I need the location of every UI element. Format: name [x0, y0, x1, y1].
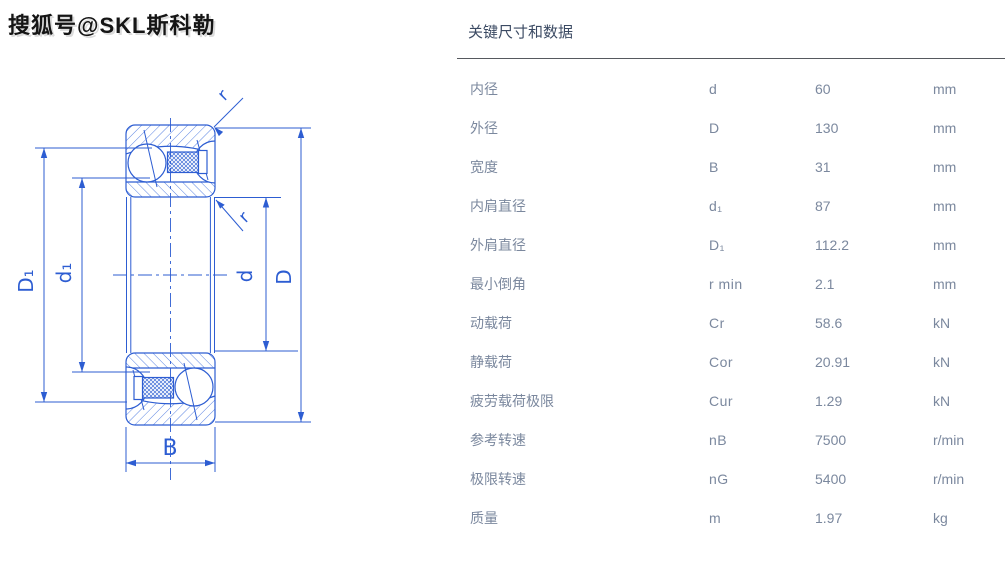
dim-label-D: D [272, 269, 296, 284]
table-row: 宽度 B 31 mm [455, 147, 1005, 186]
watermark: 搜狐号@SKL斯科勒 [8, 13, 216, 38]
inner-ring-hatch [126, 182, 215, 197]
centerlines [113, 118, 228, 480]
cage-bracket [197, 149, 208, 175]
row-label: 宽度 [470, 158, 498, 175]
row-label: 疲劳载荷极限 [470, 392, 554, 409]
dim-label-r-bottom: r [235, 208, 254, 227]
cage-crosshatch [166, 151, 200, 174]
row-value: 87 [815, 197, 831, 214]
row-value: 7500 [815, 431, 847, 448]
title-divider [457, 58, 1005, 59]
table-row: 静载荷 Cor 20.91 kN [455, 342, 1005, 381]
row-label: 外肩直径 [470, 236, 526, 253]
row-symbol: m [709, 509, 722, 526]
row-symbol: d₁ [709, 197, 723, 214]
table-row: 参考转速 nB 7500 r/min [455, 420, 1005, 459]
row-symbol: B [709, 158, 719, 175]
dim-label-r-top: r [214, 86, 233, 105]
spec-table: 内径 d 60 mm 外径 D 130 mm 宽度 B 31 mm 内肩直径 d… [455, 69, 1005, 537]
row-value: 20.91 [815, 353, 851, 370]
row-symbol: Cur [709, 392, 734, 409]
upper-ring-section [125, 124, 216, 198]
row-unit: mm [933, 158, 957, 175]
row-symbol: Cr [709, 314, 725, 331]
row-unit: mm [933, 119, 957, 136]
page-title: 关键尺寸和数据 [468, 24, 574, 41]
row-symbol: d [709, 80, 718, 97]
table-row: 疲劳载荷极限 Cur 1.29 kN [455, 381, 1005, 420]
row-unit: r/min [933, 431, 965, 448]
row-value: 112.2 [815, 236, 849, 253]
row-label: 最小倒角 [470, 275, 526, 292]
table-row: 内肩直径 d₁ 87 mm [455, 186, 1005, 225]
table-row: 极限转速 nG 5400 r/min [455, 459, 1005, 498]
row-value: 60 [815, 80, 831, 97]
row-unit: mm [933, 80, 957, 97]
row-value: 1.97 [815, 509, 843, 526]
row-symbol: D₁ [709, 236, 725, 253]
row-unit: mm [933, 197, 957, 214]
row-label: 外径 [470, 119, 498, 136]
table-row: 动载荷 Cr 58.6 kN [455, 303, 1005, 342]
row-unit: mm [933, 275, 957, 292]
dimension-lines [35, 97, 311, 472]
ball [127, 143, 167, 183]
row-label: 极限转速 [470, 470, 526, 487]
row-unit: kN [933, 314, 951, 331]
table-row: 最小倒角 r min 2.1 mm [455, 264, 1005, 303]
row-label: 静载荷 [470, 353, 512, 370]
ball-contact-line [143, 129, 158, 188]
row-label: 质量 [470, 509, 498, 526]
row-label: 内肩直径 [470, 197, 526, 214]
row-symbol: nB [709, 431, 728, 448]
table-row: 外肩直径 D₁ 112.2 mm [455, 225, 1005, 264]
dim-label-D1: D₁ [14, 269, 38, 292]
row-symbol: D [709, 119, 720, 136]
row-symbol: nG [709, 470, 729, 487]
row-symbol: r min [709, 275, 743, 292]
radius-leader-top [213, 97, 244, 128]
dimension-arrows [40, 127, 305, 467]
row-unit: kN [933, 392, 951, 409]
row-unit: kg [933, 509, 948, 526]
row-label: 动载荷 [470, 314, 512, 331]
row-unit: mm [933, 236, 957, 253]
table-row: 质量 m 1.97 kg [455, 498, 1005, 537]
table-row: 外径 D 130 mm [455, 108, 1005, 147]
table-row: 内径 d 60 mm [455, 69, 1005, 108]
row-value: 130 [815, 119, 839, 136]
row-label: 参考转速 [470, 431, 526, 448]
dim-label-d1: d₁ [52, 263, 76, 284]
row-value: 1.29 [815, 392, 843, 409]
row-label: 内径 [470, 80, 498, 97]
row-value: 58.6 [815, 314, 843, 331]
row-value: 2.1 [815, 275, 835, 292]
row-value: 5400 [815, 470, 847, 487]
row-unit: r/min [933, 470, 965, 487]
dim-label-B: B [162, 436, 177, 461]
bearing-sections [125, 124, 216, 426]
row-unit: kN [933, 353, 951, 370]
row-symbol: Cor [709, 353, 734, 370]
dim-label-d: d [233, 270, 257, 283]
row-value: 31 [815, 158, 831, 175]
